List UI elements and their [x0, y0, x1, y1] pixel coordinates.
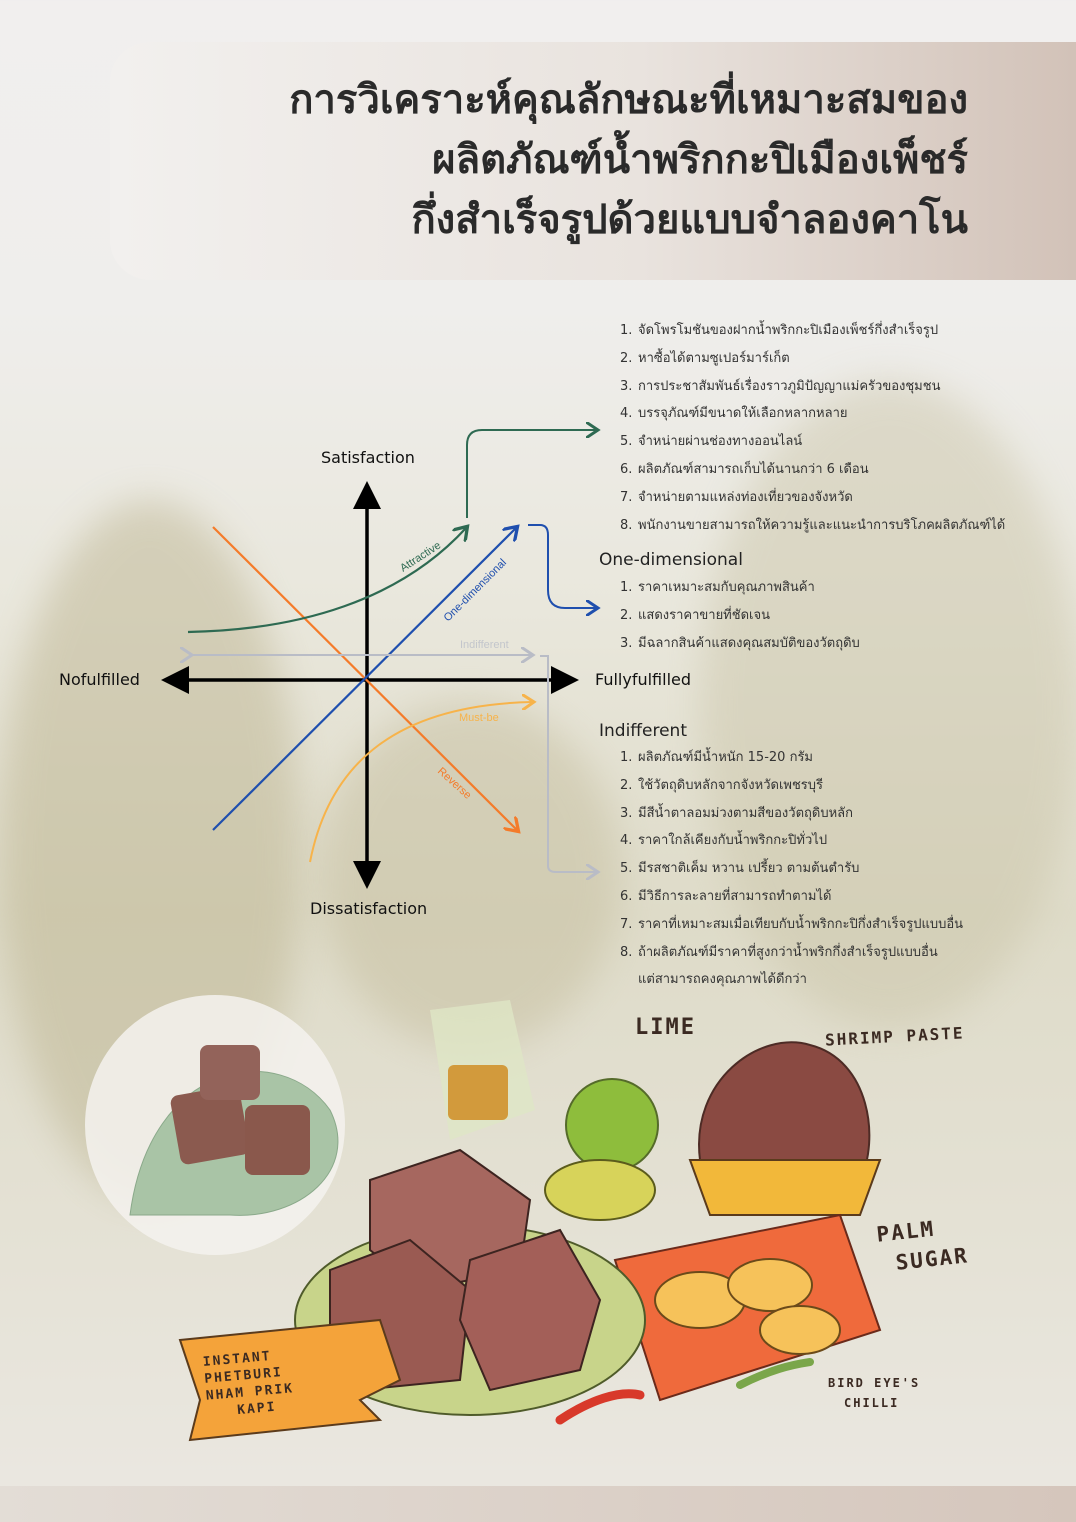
attractive-list: 1.จัดโพรโมชันของฝากน้ำพริกกะปิเมืองเพ็ชร…: [620, 317, 1005, 539]
list-item: 2.ใช้วัตถุดิบหลักจากจังหวัดเพชรบุรี: [620, 777, 824, 793]
one-dimensional-label: One-dimensional: [442, 557, 509, 624]
title-line: ผลิตภัณฑ์น้ำพริกกะปิเมืองเพ็ชร์: [432, 137, 968, 183]
indifferent-connector: [540, 655, 596, 872]
kapi-cube: [245, 1105, 310, 1175]
one-dimensional-heading: One-dimensional: [599, 550, 743, 570]
must-be-curve: [309, 702, 532, 863]
attractive-connector: [466, 430, 596, 518]
indifferent-heading: Indifferent: [599, 721, 687, 741]
palm-sugar-label: PALM SUGAR: [875, 1211, 970, 1280]
kapi-cube: [200, 1045, 260, 1100]
background-tree: [700, 380, 1076, 1030]
label-line: CHILLI: [844, 1396, 900, 1410]
list-item: 8.พนักงานขายสามารถให้ความรู้และแนะนำการบ…: [620, 517, 1006, 533]
title-line: การวิเคราะห์คุณลักษณะที่เหมาะสมของ: [289, 77, 968, 123]
list-item: 4.บรรจุภัณฑ์มีขนาดให้เลือกหลากหลาย: [620, 406, 848, 422]
one-dimensional-list: 1.ราคาเหมาะสมกับคุณภาพสินค้า 2.แสดงราคาข…: [620, 574, 860, 657]
lime-label: LIME: [635, 1015, 696, 1040]
list-item-continuation: แต่สามารถคงคุณภาพได้ดีกว่า: [638, 972, 807, 988]
lime: [565, 1078, 659, 1172]
title-band: [110, 42, 1076, 280]
label-line: BIRD EYE'S: [828, 1376, 921, 1390]
product-banner-label: INSTANT PHETBURI NHAM PRIK KAPI: [202, 1346, 296, 1421]
chilli-label: BIRD EYE'S CHILLI: [828, 1373, 920, 1413]
list-item: 1.ราคาเหมาะสมกับคุณภาพสินค้า: [620, 580, 815, 595]
indifferent-label: Indifferent: [460, 639, 509, 651]
list-item: 6.มีวิธีการละลายที่สามารถทำตามได้: [620, 888, 832, 904]
list-item: 5.มีรสชาติเค็ม หวาน เปรี้ยว ตามต้นตำรับ: [620, 861, 860, 877]
kapi-cube: [170, 1085, 250, 1165]
kapi-cube: [458, 1228, 602, 1392]
list-item: 3.การประชาสัมพันธ์เรื่องราวภูมิปัญญาแม่ค…: [620, 378, 941, 394]
list-item: 8.ถ้าผลิตภัณฑ์มีราคาที่สูงกว่าน้ำพริกกึ่…: [620, 944, 938, 960]
title-line: กึ่งสำเร็จรูปด้วยแบบจำลองคาโน: [411, 197, 968, 243]
list-item: 2.หาซื้อได้ตามซูเปอร์มาร์เก็ต: [620, 350, 790, 366]
product-banner: [178, 1318, 402, 1442]
axis-label-nofulfilled: Nofulfilled: [59, 670, 140, 689]
list-item: 2.แสดงราคาขายที่ชัดเจน: [620, 607, 770, 623]
chilli: [555, 1389, 645, 1425]
list-item: 3.มีฉลากสินค้าแสดงคุณสมบัติของวัตถุดิบ: [620, 635, 860, 651]
must-be-label: Must-be: [459, 712, 499, 724]
footer-band: [0, 1486, 1076, 1522]
axis-label-satisfaction: Satisfaction: [321, 448, 415, 467]
one-dimensional-line: [212, 528, 516, 831]
axis-label-dissatisfaction: Dissatisfaction: [310, 899, 428, 918]
attractive-curve: [187, 528, 466, 634]
list-item: 4.ราคาใกล้เคียงกับน้ำพริกกะปิทั่วไป: [620, 833, 828, 849]
list-item: 5.จำหน่ายผ่านช่องทางออนไลน์: [620, 434, 803, 450]
chilli: [736, 1358, 814, 1389]
page-title: การวิเคราะห์คุณลักษณะที่เหมาะสมของ ผลิตภ…: [289, 70, 968, 250]
list-item: 7.ราคาที่เหมาะสมเมื่อเทียบกับน้ำพริกกะปิ…: [620, 916, 964, 932]
list-item: 1.ผลิตภัณฑ์มีน้ำหนัก 15-20 กรัม: [620, 750, 813, 765]
axis-label-fullyfulfilled: Fullyfulfilled: [595, 670, 692, 689]
list-item: 1.จัดโพรโมชันของฝากน้ำพริกกะปิเมืองเพ็ชร…: [620, 323, 939, 338]
shrimp-paste: [698, 1041, 871, 1182]
indifferent-list: 1.ผลิตภัณฑ์มีน้ำหนัก 15-20 กรัม 2.ใช้วัต…: [620, 744, 963, 994]
reverse-label: Reverse: [435, 765, 473, 801]
one-dimensional-connector: [528, 524, 596, 608]
list-item: 3.มีสีน้ำตาลอมม่วงตามสีของวัตถุดิบหลัก: [620, 805, 853, 821]
list-item: 7.จำหน่ายตามแหล่งท่องเที่ยวของจังหวัด: [620, 489, 853, 505]
list-item: 6.ผลิตภัณฑ์สามารถเก็บได้นานกว่า 6 เดือน: [620, 461, 869, 477]
wrapped-cube-inner: [448, 1065, 508, 1120]
